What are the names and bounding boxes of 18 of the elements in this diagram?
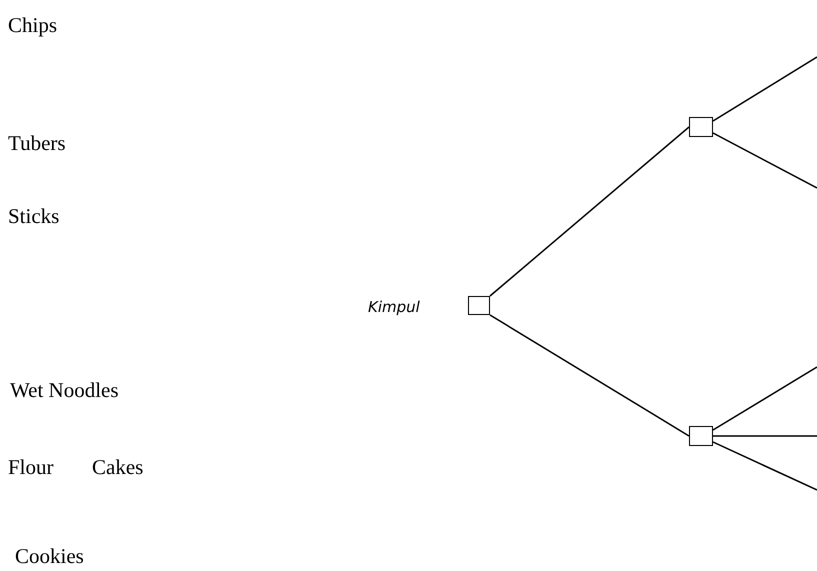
branch-line — [712, 441, 817, 491]
decision-square — [468, 296, 490, 315]
item-label: Chips — [8, 15, 58, 36]
item-label: Tubers — [8, 133, 66, 154]
node-label: Kimpul — [368, 300, 420, 315]
item-label: Flour — [8, 457, 54, 478]
branch-line — [712, 56, 817, 122]
branch-line — [712, 366, 817, 431]
decision-square — [689, 426, 713, 446]
item-label: Cookies — [15, 546, 84, 567]
item-label: Wet Noodles — [10, 380, 119, 401]
decision-square — [689, 117, 713, 137]
item-label: Cakes — [92, 457, 144, 478]
branch-line — [713, 435, 817, 437]
item-label: Sticks — [8, 206, 60, 227]
branch-line — [490, 126, 690, 297]
branch-line — [490, 314, 690, 437]
branch-line — [712, 132, 817, 189]
